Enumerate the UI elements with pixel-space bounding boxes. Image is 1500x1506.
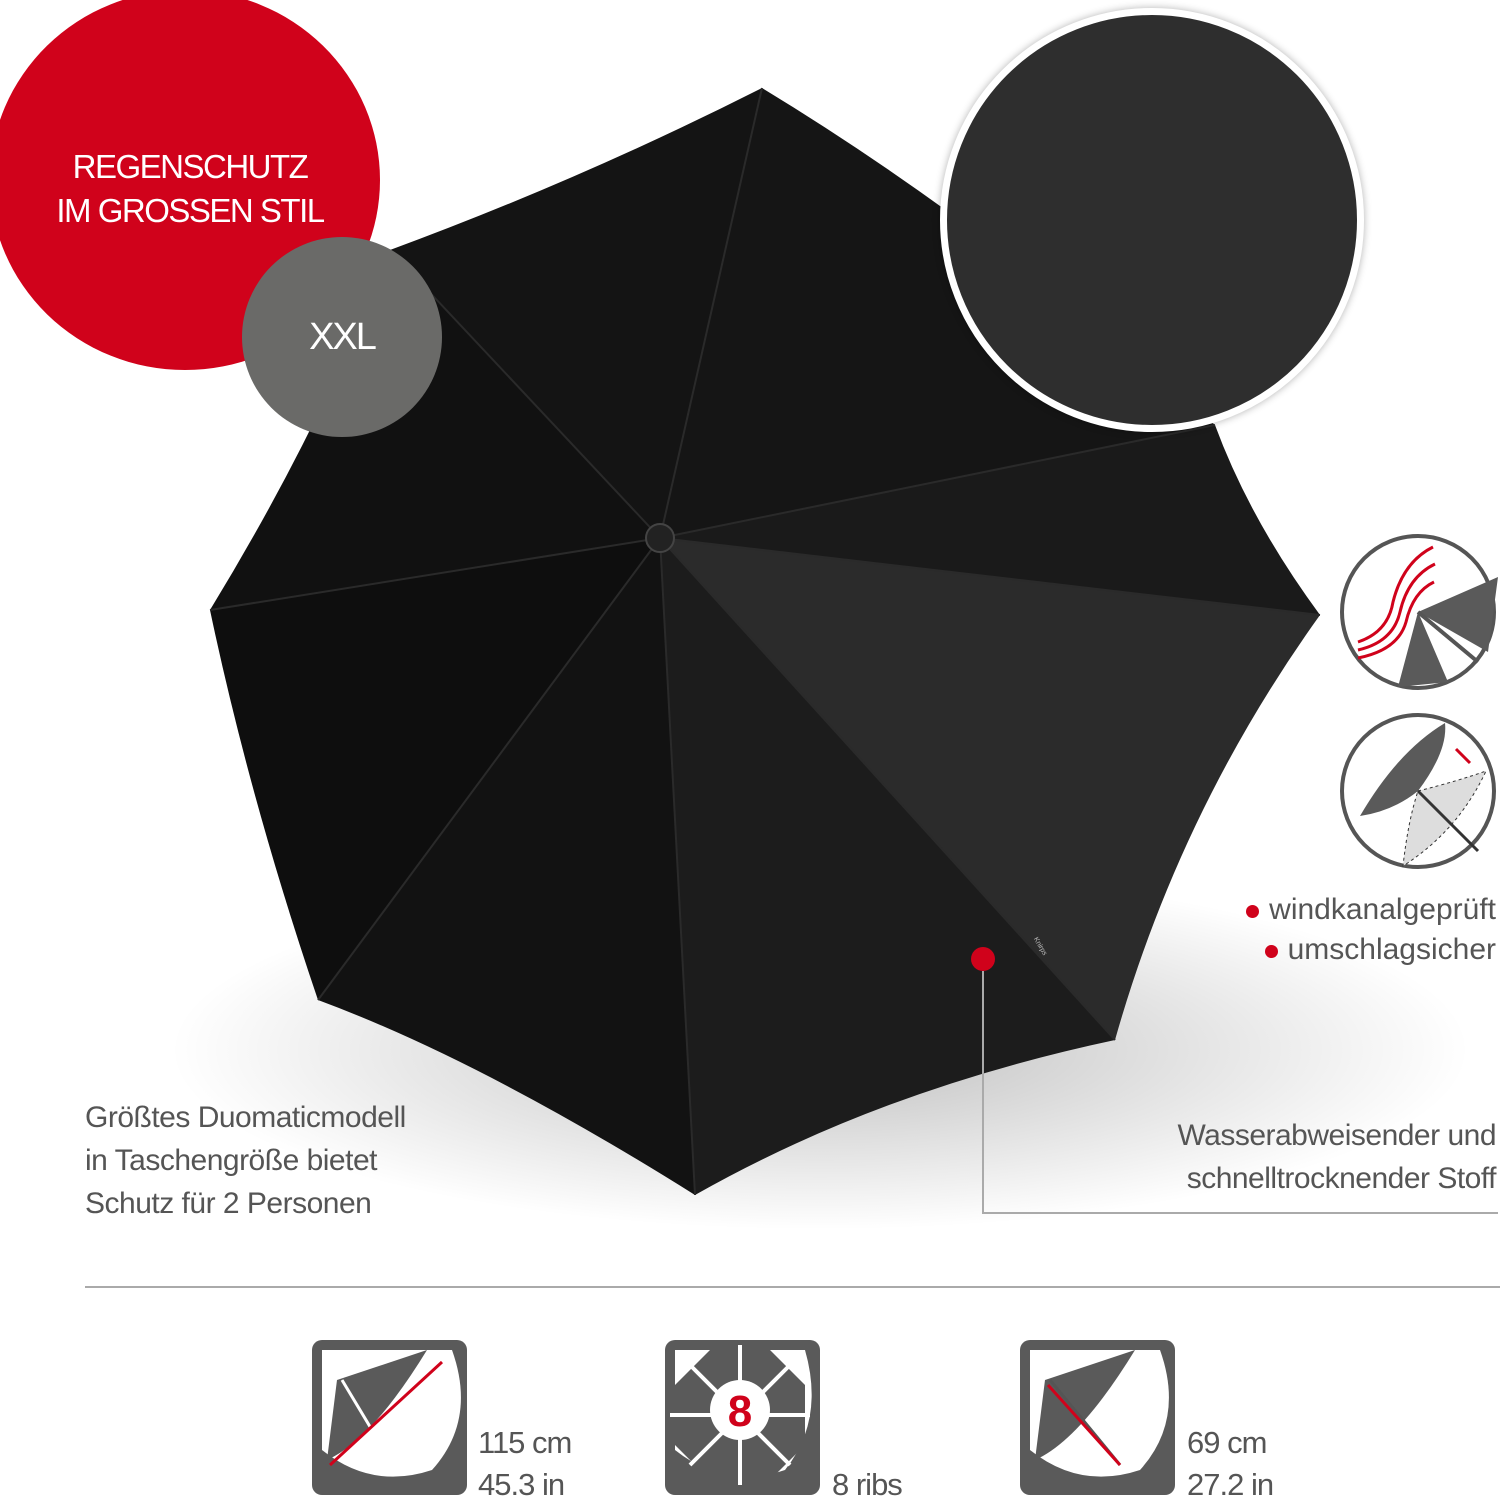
right-description: Wasserabweisender und schnelltrocknender… [1177,1114,1496,1200]
headline-line-2: IM GROSSEN STIL [56,192,325,229]
divider [85,1286,1500,1288]
feature-wind-tunnel: windkanalgeprüft [1246,893,1496,927]
ribs-icon: 8 [665,1340,820,1495]
spec-value-in: 27.2 in [1187,1467,1274,1502]
callout-dot [971,947,995,971]
spec-value: 8 ribs [832,1467,903,1502]
diameter-icon [312,1340,467,1495]
spec-value-cm: 115 cm [478,1425,572,1460]
feature-storm-proof: umschlagsicher [1264,933,1496,967]
desc-line: Schutz für 2 Personen [85,1187,372,1220]
headline-text: REGENSCHUTZ IM GROSSEN STIL [20,145,360,233]
spec-ribs: 8 ribs [832,1464,903,1506]
spec-diameter: 115 cm 45.3 in [478,1422,572,1506]
headline-line-1: REGENSCHUTZ [72,148,309,185]
desc-line: in Taschengröße bietet [85,1144,377,1177]
desc-line: Wasserabweisender und [1177,1119,1496,1152]
ribs-number: 8 [728,1387,752,1436]
spec-length: 69 cm 27.2 in [1187,1422,1274,1506]
left-description: Größtes Duomaticmodell in Taschengröße b… [85,1096,406,1225]
feature-label: umschlagsicher [1287,933,1496,966]
bullet-icon [1246,904,1260,918]
bullet-icon [1264,944,1278,958]
length-icon [1020,1340,1175,1495]
spec-value-cm: 69 cm [1187,1425,1267,1460]
feature-label: windkanalgeprüft [1269,893,1496,926]
size-badge: XXL [242,237,442,437]
desc-line: Größtes Duomaticmodell [85,1101,406,1134]
spec-value-in: 45.3 in [478,1467,565,1502]
umbrella-canopy-image [170,87,1498,1230]
wind-tunnel-icon [1340,534,1498,690]
fabric-closeup [940,8,1364,432]
storm-proof-icon [1340,713,1496,869]
desc-line: schnelltrocknender Stoff [1186,1162,1497,1195]
